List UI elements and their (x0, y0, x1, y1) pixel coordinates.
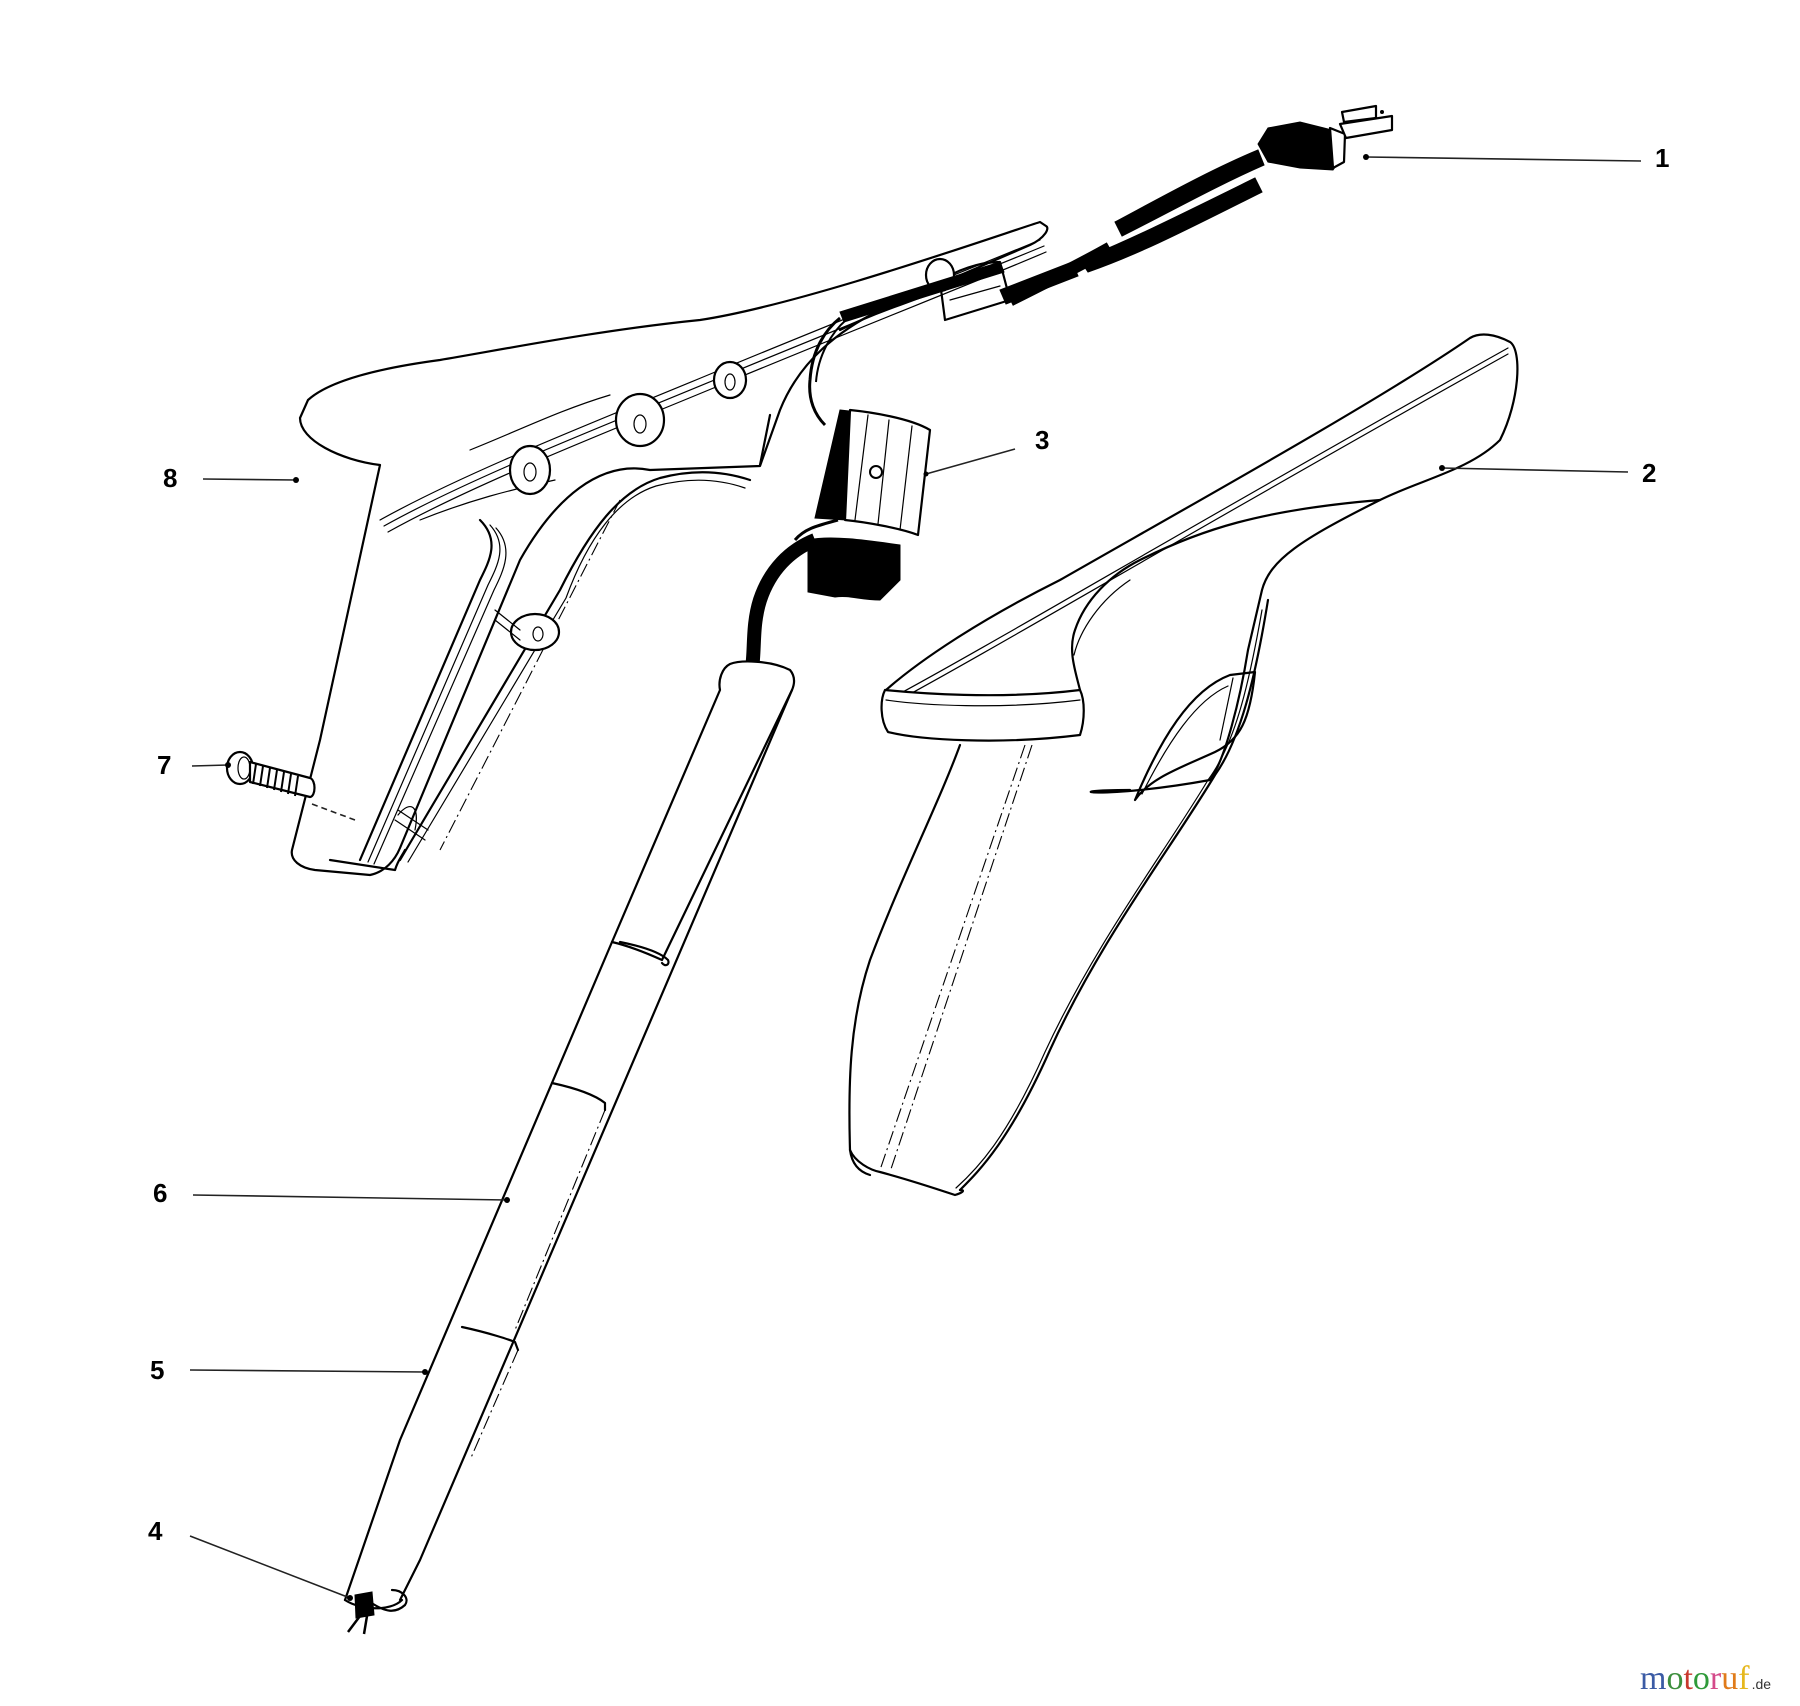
callout-3-label: 3 (1035, 425, 1050, 455)
watermark-suffix: .de (1751, 1676, 1772, 1692)
right-handle-half-part (848, 333, 1519, 1197)
watermark-letter: f (1738, 1660, 1750, 1697)
switch-part (745, 408, 932, 670)
callout-2-label: 2 (1642, 458, 1657, 488)
callout-1-label: 1 (1655, 143, 1670, 173)
watermark-letter: o (1666, 1660, 1684, 1697)
callout-4-label: 4 (148, 1516, 163, 1546)
leader-lines (189, 154, 1642, 1601)
watermark-letter: t (1683, 1660, 1693, 1697)
tube-assembly-part (343, 660, 796, 1635)
left-handle-half-part (290, 220, 1049, 877)
internal-wiring (808, 261, 1005, 427)
screw-part (225, 750, 316, 799)
watermark-letter: u (1721, 1660, 1739, 1697)
motoruf-watermark: motoruf.de (1640, 1660, 1771, 1698)
watermark-letter: r (1709, 1660, 1722, 1697)
callout-7-label: 7 (157, 750, 172, 780)
watermark-letter: m (1640, 1660, 1667, 1697)
callout-5-label: 5 (150, 1355, 165, 1385)
power-cord (1007, 242, 1114, 306)
watermark-letter: o (1692, 1660, 1710, 1697)
callout-8-label: 8 (163, 463, 178, 493)
callout-6-label: 6 (153, 1178, 168, 1208)
